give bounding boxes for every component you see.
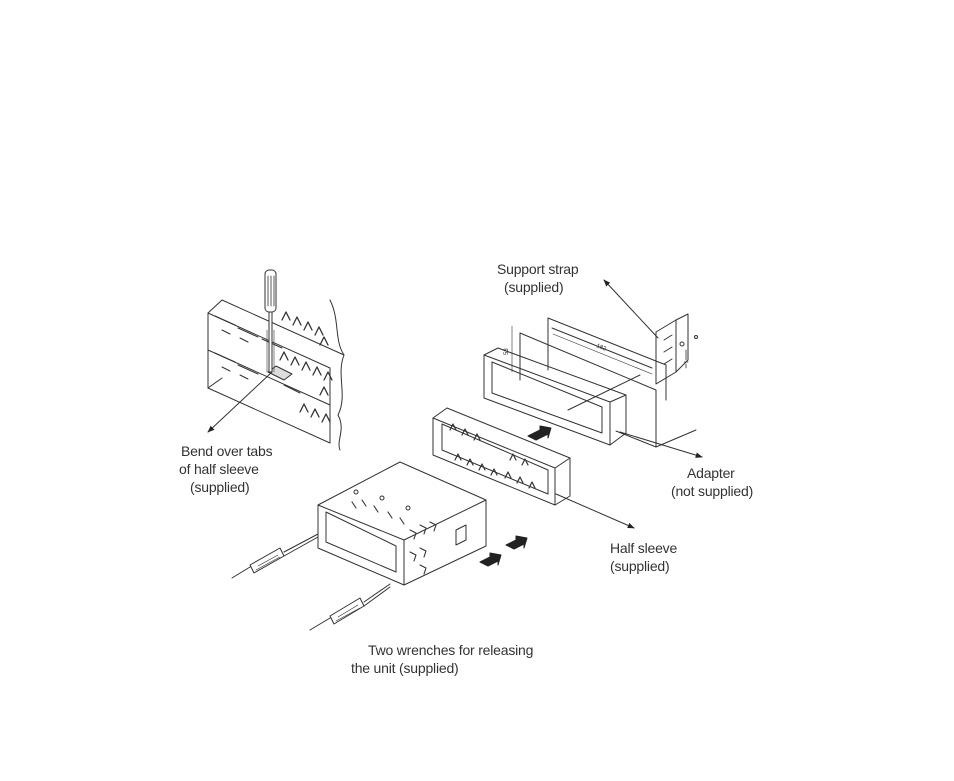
release-wrench-icon — [232, 534, 318, 578]
label-line: Half sleeve — [610, 540, 678, 556]
adapter-frame: 182 53 — [484, 318, 696, 447]
half-sleeve-tab-detail — [208, 270, 344, 450]
label-adapter: Adapter (not supplied) — [671, 464, 753, 500]
label-line: Support strap — [497, 261, 579, 277]
label-half-sleeve: Half sleeve (supplied) — [610, 539, 677, 575]
release-wrench-icon — [310, 584, 390, 630]
push-arrow-icon — [480, 426, 551, 566]
half-sleeve — [433, 408, 570, 505]
label-line: Adapter — [687, 465, 735, 481]
label-line: (not supplied) — [671, 483, 754, 499]
label-line: the unit (supplied) — [351, 660, 459, 676]
radio-unit — [318, 462, 486, 585]
leader-lines — [207, 279, 703, 528]
label-support-strap: Support strap (supplied) — [497, 260, 579, 296]
label-bend-over-tabs: Bend over tabs of half sleeve (supplied) — [179, 442, 273, 496]
label-line: (supplied) — [190, 479, 250, 495]
label-wrenches: Two wrenches for releasing the unit (sup… — [351, 641, 533, 677]
label-line: Two wrenches for releasing — [368, 642, 534, 658]
support-strap — [656, 314, 698, 384]
screwdriver-icon — [265, 270, 276, 372]
label-line: (supplied) — [504, 279, 564, 295]
svg-text:53: 53 — [504, 348, 510, 355]
svg-text:182: 182 — [595, 343, 607, 353]
label-line: (supplied) — [610, 558, 670, 574]
label-line: Bend over tabs — [181, 443, 273, 459]
label-line: of half sleeve — [179, 461, 259, 477]
